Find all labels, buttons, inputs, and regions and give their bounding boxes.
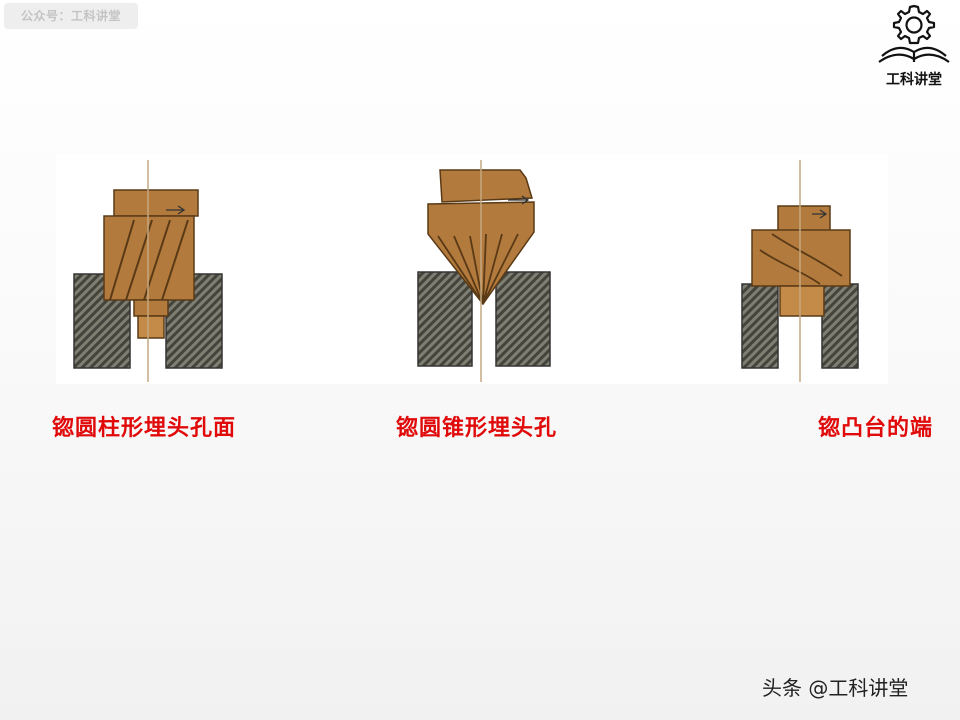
caption-conical-countersink: 锪圆锥形埋头孔: [396, 415, 558, 441]
caption-cylindrical-counterbore: 锪圆柱形埋头孔面: [52, 415, 237, 441]
gear-book-icon: [878, 4, 950, 63]
footer-watermark: 头条 @工科讲堂: [762, 676, 909, 700]
caption-boss-spot-face: 锪凸台的端: [818, 415, 934, 441]
brand-logo: 工科讲堂: [872, 2, 956, 92]
countersinking-diagrams: [56, 154, 888, 384]
account-watermark-badge: 公众号：工科讲堂: [4, 3, 138, 29]
countersink-cone-figure: [417, 160, 551, 382]
spot-face-boss-figure: [741, 160, 859, 382]
counterbore-cylinder-figure: [73, 160, 223, 382]
logo-text: 工科讲堂: [886, 72, 942, 88]
